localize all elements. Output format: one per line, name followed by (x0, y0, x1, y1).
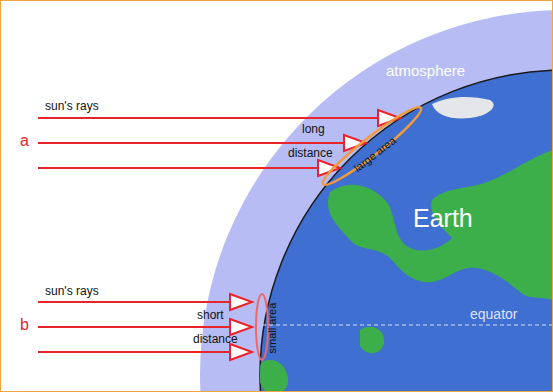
case-letter: a (20, 132, 29, 150)
planet-label: Earth (413, 205, 473, 233)
ray-label: sun's rays (45, 285, 99, 298)
path-label: short (197, 309, 224, 322)
path-label: distance (193, 333, 238, 346)
equator-label: equator (470, 307, 517, 322)
region-label: atmosphere (386, 63, 465, 80)
area-label: small area (266, 303, 278, 354)
equator-line (262, 324, 552, 325)
large-area-ellipse (318, 101, 427, 192)
case-letter: b (20, 316, 29, 334)
continents (259, 97, 552, 391)
path-label: long (302, 123, 325, 136)
sun-rays-a (38, 110, 400, 176)
path-label: distance (288, 147, 333, 160)
atmosphere-layer (200, 10, 552, 391)
sun-rays-b (38, 294, 252, 360)
ray-label: sun's rays (45, 100, 99, 113)
